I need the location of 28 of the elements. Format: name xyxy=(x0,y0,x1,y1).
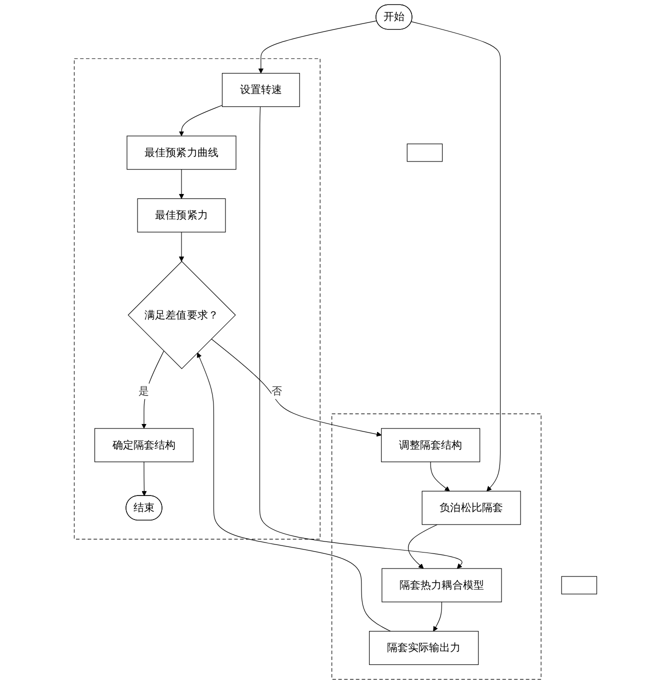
edge-label: 否 xyxy=(271,385,282,398)
node-box xyxy=(561,576,598,594)
arrow xyxy=(178,232,184,262)
edge-label: 是 xyxy=(138,385,150,398)
node-box xyxy=(406,144,443,162)
node-box: 隔套热力耦合模型 xyxy=(382,568,502,602)
arrow xyxy=(433,602,442,632)
node-box: 调整隔套结构 xyxy=(381,428,480,462)
node-box: 隔套实际输出力 xyxy=(369,630,479,665)
arrow xyxy=(211,338,382,437)
node-box: 负泊松比隔套 xyxy=(422,490,521,525)
arrow xyxy=(408,524,438,569)
arrow xyxy=(196,352,391,632)
arrow xyxy=(430,462,450,492)
arrow xyxy=(259,106,462,569)
node-box: 确定隔套结构 xyxy=(94,428,194,462)
arrow xyxy=(258,20,378,74)
cluster xyxy=(74,58,320,540)
arrow xyxy=(178,104,223,136)
arrow xyxy=(178,169,184,199)
node-box: 最佳预紧力曲线 xyxy=(126,136,236,170)
node-diamond: 满足差值要求？ xyxy=(128,261,236,370)
arrow xyxy=(141,350,164,429)
node-box: 设置转速 xyxy=(222,72,300,107)
cluster xyxy=(332,414,542,680)
arrow xyxy=(142,462,147,496)
arrow xyxy=(411,21,501,492)
node-box: 最佳预紧力 xyxy=(137,198,226,232)
